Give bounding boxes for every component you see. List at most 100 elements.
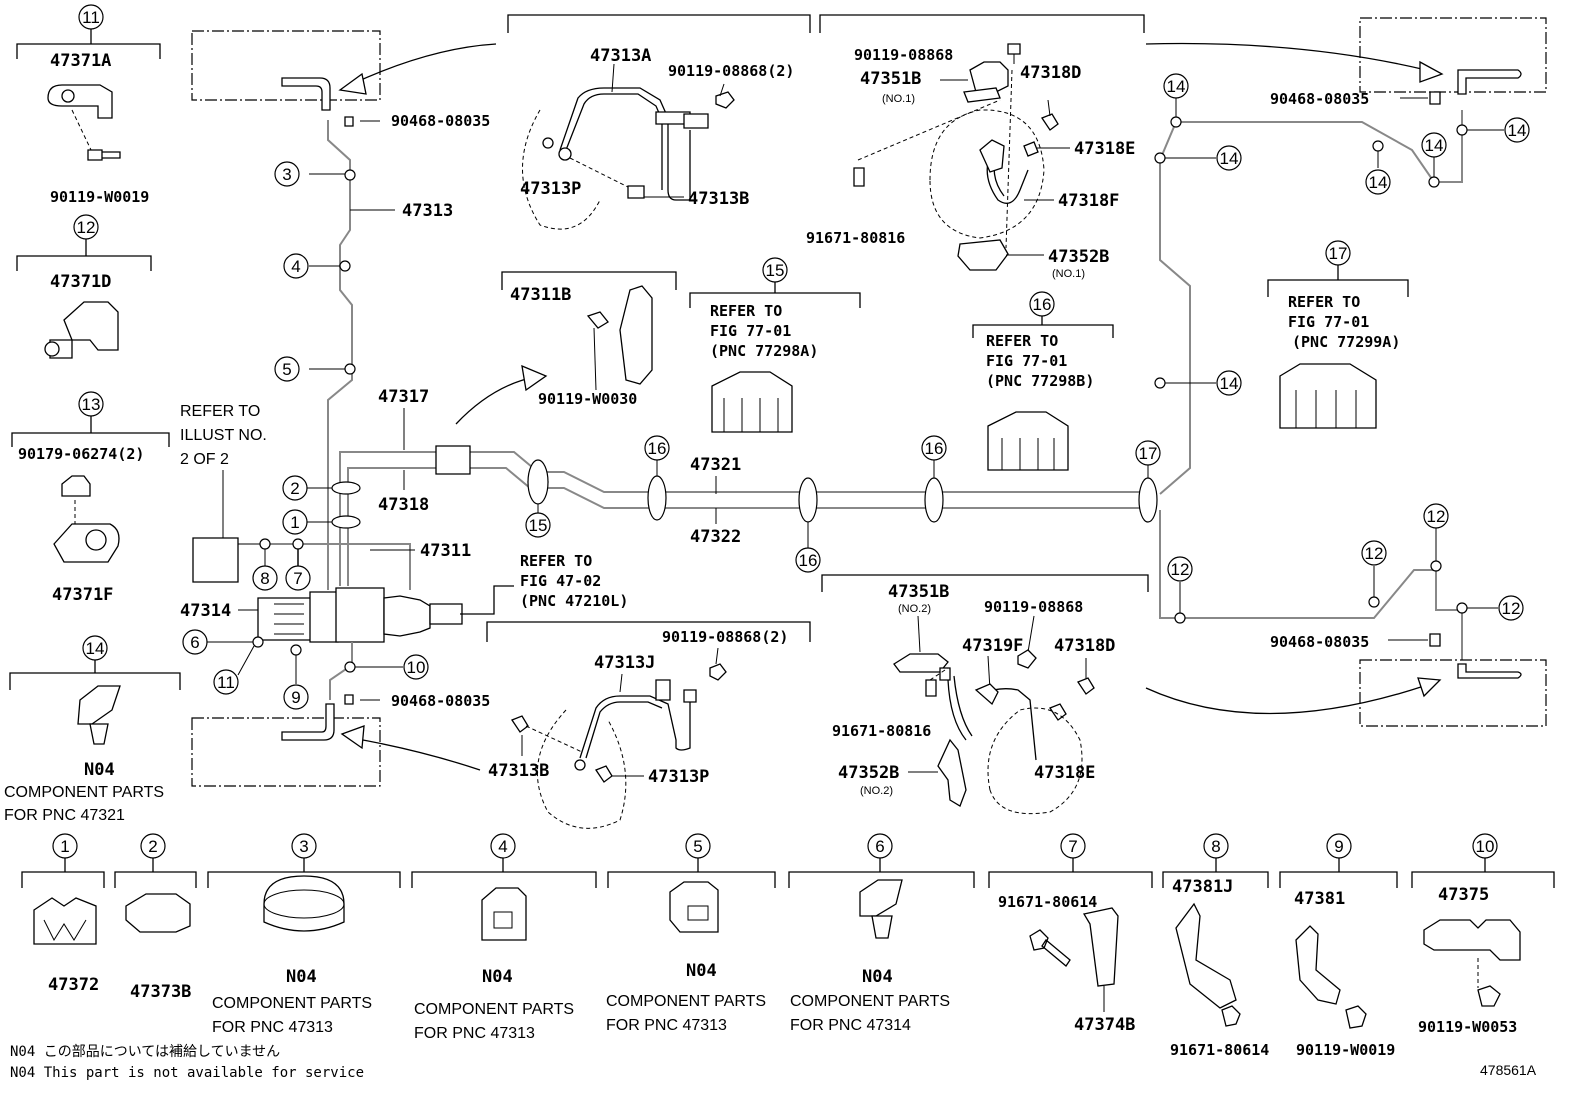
svg-text:90119-08868(2): 90119-08868(2) bbox=[662, 628, 788, 646]
svg-text:47311B: 47311B bbox=[510, 285, 571, 305]
svg-text:FOR PNC 47321: FOR PNC 47321 bbox=[4, 807, 125, 824]
clamp-icon bbox=[1279, 363, 1377, 429]
svg-text:90119-W0030: 90119-W0030 bbox=[538, 390, 637, 408]
svg-text:47318D: 47318D bbox=[1020, 63, 1081, 83]
svg-text:47313B: 47313B bbox=[488, 761, 549, 781]
svg-text:2: 2 bbox=[290, 479, 299, 498]
master-cylinder-group: 47317 47318 15 16 16 16 17 47321 47322 2… bbox=[180, 364, 1161, 787]
bracket-icon bbox=[1082, 907, 1119, 987]
svg-text:90468-08035: 90468-08035 bbox=[1270, 633, 1369, 651]
svg-text:6: 6 bbox=[190, 633, 199, 652]
svg-text:47319F: 47319F bbox=[962, 636, 1023, 656]
svg-text:17: 17 bbox=[1139, 444, 1158, 463]
svg-text:N04: N04 bbox=[286, 967, 317, 987]
svg-text:47313: 47313 bbox=[402, 201, 453, 221]
svg-text:47313B: 47313B bbox=[688, 189, 749, 209]
bracket-icon bbox=[619, 285, 653, 385]
svg-text:47372: 47372 bbox=[48, 975, 99, 995]
svg-text:47374B: 47374B bbox=[1074, 1015, 1135, 1035]
svg-text:COMPONENT PARTS: COMPONENT PARTS bbox=[212, 995, 372, 1012]
refer-illust-group: REFER TO ILLUST NO. 2 OF 2 bbox=[180, 403, 267, 583]
svg-text:3: 3 bbox=[282, 165, 291, 184]
svg-text:90119-W0053: 90119-W0053 bbox=[1418, 1018, 1517, 1036]
svg-text:47371F: 47371F bbox=[52, 585, 113, 605]
svg-text:(NO.2): (NO.2) bbox=[860, 785, 893, 797]
bracket-icon bbox=[1295, 925, 1341, 1005]
svg-text:1: 1 bbox=[290, 513, 299, 532]
svg-text:8: 8 bbox=[1211, 837, 1220, 856]
clamp-icon bbox=[711, 371, 793, 433]
svg-text:90119-W0019: 90119-W0019 bbox=[50, 188, 149, 206]
svg-text:16: 16 bbox=[799, 551, 818, 570]
refer-15-group: 15 REFER TO FIG 77-01 (PNC 77298A) bbox=[689, 257, 861, 433]
bottom-row-group: 1 47372 2 47373B 3 N04 COMPONENT PARTS F… bbox=[21, 833, 1555, 1059]
svg-text:91671-80614: 91671-80614 bbox=[998, 893, 1097, 911]
svg-text:47317: 47317 bbox=[378, 387, 429, 407]
svg-text:(NO.1): (NO.1) bbox=[1052, 268, 1085, 280]
clamp-icon bbox=[47, 84, 113, 119]
bolt-icon bbox=[1477, 985, 1501, 1007]
svg-text:13: 13 bbox=[82, 395, 101, 414]
clip-icon bbox=[669, 881, 719, 933]
svg-text:N04: N04 bbox=[84, 760, 115, 780]
svg-text:FOR PNC 47314: FOR PNC 47314 bbox=[790, 1017, 911, 1034]
svg-text:47352B: 47352B bbox=[838, 763, 899, 783]
svg-text:47322: 47322 bbox=[690, 527, 741, 547]
grommet-icon bbox=[33, 897, 97, 945]
svg-text:REFER TO: REFER TO bbox=[1288, 293, 1360, 311]
bracket-47311B-group: 47311B 90119-W0030 bbox=[501, 271, 677, 408]
svg-text:(PNC 77299A): (PNC 77299A) bbox=[1292, 333, 1400, 351]
bolt-icon bbox=[1029, 929, 1071, 967]
grommet-icon bbox=[263, 875, 345, 932]
svg-text:FOR PNC 47313: FOR PNC 47313 bbox=[606, 1017, 727, 1034]
callout-13-group: 13 90179-06274(2) 47371F bbox=[11, 391, 170, 605]
svg-text:9: 9 bbox=[1334, 837, 1343, 856]
hose-47313J-group: 90119-08868(2) 47313J 47313B 47313P bbox=[486, 621, 811, 829]
svg-text:12: 12 bbox=[1427, 507, 1446, 526]
svg-text:15: 15 bbox=[766, 261, 785, 280]
svg-text:90119-08868: 90119-08868 bbox=[984, 598, 1083, 616]
clip-icon bbox=[77, 685, 121, 725]
svg-text:4: 4 bbox=[498, 837, 507, 856]
svg-text:COMPONENT PARTS: COMPONENT PARTS bbox=[606, 993, 766, 1010]
svg-text:47351B: 47351B bbox=[888, 582, 949, 602]
svg-text:91671-80816: 91671-80816 bbox=[832, 722, 931, 740]
svg-text:11: 11 bbox=[82, 8, 100, 27]
svg-text:ILLUST NO.: ILLUST NO. bbox=[180, 427, 267, 444]
svg-text:47313J: 47313J bbox=[594, 653, 655, 673]
svg-text:10: 10 bbox=[407, 658, 426, 677]
svg-text:47313P: 47313P bbox=[648, 767, 709, 787]
svg-text:47318: 47318 bbox=[378, 495, 429, 515]
svg-text:47375: 47375 bbox=[1438, 885, 1489, 905]
svg-text:2 OF 2: 2 OF 2 bbox=[180, 451, 229, 468]
svg-text:FIG 77-01: FIG 77-01 bbox=[1288, 313, 1369, 331]
svg-text:11: 11 bbox=[217, 673, 235, 692]
svg-text:COMPONENT PARTS: COMPONENT PARTS bbox=[790, 993, 950, 1010]
footnote-en: N04 This part is not available for servi… bbox=[10, 1065, 364, 1081]
svg-text:90119-08868(2): 90119-08868(2) bbox=[668, 62, 794, 80]
refer-16-group: 16 REFER TO FIG 77-01 (PNC 77298B) bbox=[972, 291, 1114, 471]
svg-text:47381J: 47381J bbox=[1172, 877, 1233, 897]
svg-text:FIG 77-01: FIG 77-01 bbox=[986, 352, 1067, 370]
svg-text:12: 12 bbox=[1365, 544, 1384, 563]
svg-text:10: 10 bbox=[1476, 837, 1495, 856]
svg-text:47313P: 47313P bbox=[520, 179, 581, 199]
bolt-icon bbox=[1345, 1005, 1367, 1029]
svg-text:REFER TO: REFER TO bbox=[986, 332, 1058, 350]
svg-text:REFER TO: REFER TO bbox=[180, 403, 260, 420]
svg-text:FIG 77-01: FIG 77-01 bbox=[710, 322, 791, 340]
svg-text:14: 14 bbox=[1425, 136, 1444, 155]
svg-text:47318F: 47318F bbox=[1058, 191, 1119, 211]
part-47371A: 47371A bbox=[50, 51, 111, 71]
svg-text:COMPONENT PARTS: COMPONENT PARTS bbox=[4, 784, 164, 801]
svg-text:1: 1 bbox=[60, 837, 69, 856]
svg-text:12: 12 bbox=[1502, 599, 1521, 618]
svg-text:N04: N04 bbox=[686, 961, 717, 981]
svg-text:3: 3 bbox=[299, 837, 308, 856]
svg-text:FIG 47-02: FIG 47-02 bbox=[520, 572, 601, 590]
svg-text:47381: 47381 bbox=[1294, 889, 1345, 909]
svg-text:14: 14 bbox=[1220, 149, 1239, 168]
svg-text:FOR PNC 47313: FOR PNC 47313 bbox=[414, 1025, 535, 1042]
clip-icon bbox=[859, 879, 903, 917]
svg-text:6: 6 bbox=[875, 837, 884, 856]
